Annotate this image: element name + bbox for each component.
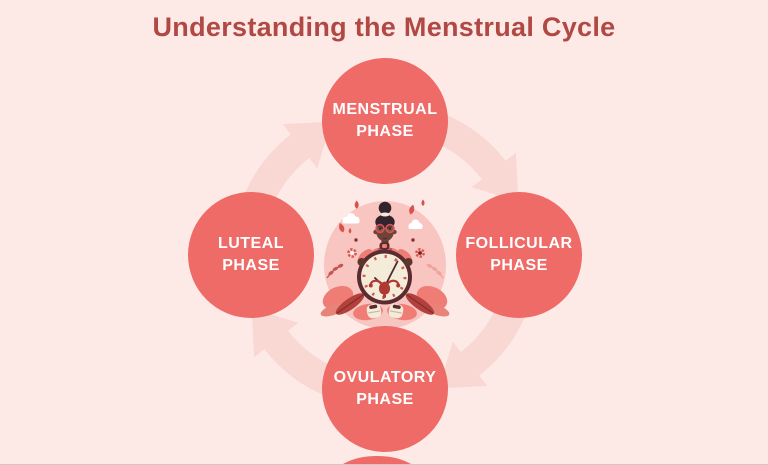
sneaker-right [388,303,404,319]
hand-right [404,258,413,266]
leaf-sprig-left [326,263,344,279]
bottom-decorative-arc [333,456,421,464]
hair-bun [378,201,392,215]
uterus-clock-icon [357,242,413,305]
leaf-sprig-right [426,263,444,279]
cloud-right-icon [408,219,423,229]
phase-circle-follicular: FOLLICULAR PHASE [456,192,582,318]
scrunchie [380,212,390,217]
page-title: Understanding the Menstrual Cycle [152,12,616,42]
phase-label-line: MENSTRUAL [332,101,438,119]
sneaker-left [366,303,382,319]
phase-label-line: FOLLICULAR [465,235,573,253]
flower-bud-left [354,238,358,242]
clock-ticks [362,255,407,299]
petal-drops [339,199,425,234]
phase-label-line: OVULATORY [333,369,437,387]
phase-circle-luteal: LUTEAL PHASE [188,192,314,318]
cloud-left-icon [342,213,360,224]
mouth [382,237,388,240]
woman-clock-illustration [320,199,450,329]
phase-label-line: PHASE [490,257,548,274]
hair [375,214,395,230]
phase-label-line: PHASE [356,123,414,140]
phase-label-line: PHASE [356,391,414,408]
feather-leaf-left [320,293,365,317]
flower-bud-right [411,238,415,242]
flower-right-icon [415,248,425,258]
hand-left [357,258,366,266]
phase-label-line: PHASE [222,257,280,274]
flower-left-icon [347,248,357,258]
feather-leaf-right [405,293,450,317]
phase-circle-ovulatory: OVULATORY PHASE [322,326,448,452]
uterus-icon [368,279,401,298]
phase-label-line: LUTEAL [217,235,285,253]
phase-circle-menstrual: MENSTRUAL PHASE [322,58,448,184]
